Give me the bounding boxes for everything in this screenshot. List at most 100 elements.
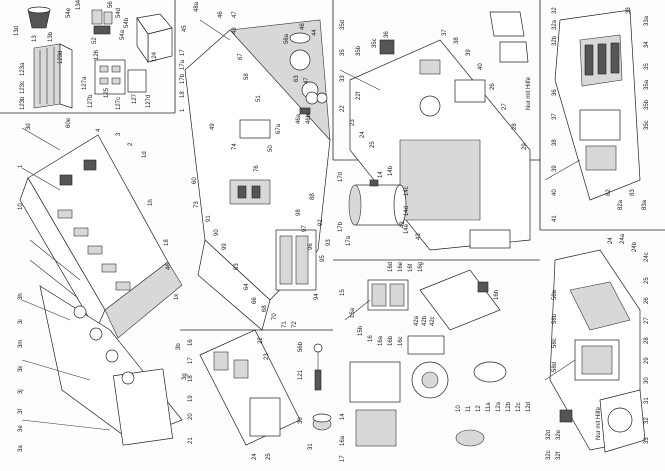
- label: 54d: [116, 8, 122, 18]
- label: 17d: [338, 172, 344, 182]
- label: 70: [272, 313, 278, 320]
- label: 60: [192, 177, 198, 184]
- label: 94: [314, 293, 320, 300]
- note-text: Nur mit Hilfe: [596, 406, 602, 440]
- labels-mid-right-small: 17d 17b 17a 14 14b 14c 14d 14e: [338, 165, 410, 246]
- label: 33: [644, 437, 650, 444]
- label: 16e: [398, 261, 404, 272]
- centre-components: [229, 49, 319, 291]
- label: 25: [370, 141, 376, 148]
- labels-right-top: 32 32a 32b 33 33a 34 35 35a 35b 35c 36 3…: [552, 7, 650, 222]
- body-details: [29, 159, 135, 385]
- label: 56: [108, 1, 114, 8]
- label: 14c: [404, 186, 410, 196]
- labels-centre-small: 56a 46 44 63 47 46a 46b 42a 42b 42c: [284, 23, 436, 326]
- label: 3m: [18, 340, 24, 348]
- label: 58: [244, 73, 250, 80]
- label: 12b: [506, 401, 512, 412]
- label: 38: [552, 139, 558, 146]
- label: 46a: [296, 113, 302, 124]
- label: 49: [210, 123, 216, 130]
- label: 35c: [644, 120, 650, 130]
- label: 63: [234, 263, 240, 270]
- label: 16c: [398, 336, 404, 346]
- label: 35b: [644, 99, 650, 110]
- label: 18: [188, 375, 194, 382]
- label: 93: [326, 239, 332, 246]
- label: 54e: [66, 7, 72, 18]
- label: 40: [552, 189, 558, 196]
- label: 33: [626, 7, 632, 14]
- label: 67: [238, 53, 244, 60]
- label: 28: [644, 337, 650, 344]
- note-text: Nur mit Hilfe: [526, 76, 532, 110]
- label: 22: [258, 337, 264, 344]
- label: 82a: [618, 199, 624, 210]
- label: 12: [476, 405, 482, 412]
- label: 3i: [18, 319, 24, 324]
- label: 39: [552, 165, 558, 172]
- label: 15b: [358, 325, 364, 336]
- label: 72: [292, 321, 298, 328]
- label: 32e: [556, 429, 562, 440]
- label: 12d: [526, 402, 532, 412]
- label: 13: [32, 35, 38, 42]
- label: 60e: [66, 117, 72, 128]
- label: 16f: [408, 263, 414, 272]
- leader-lines: [21, 19, 581, 431]
- label: 56a: [284, 33, 290, 44]
- label: 48a: [194, 1, 200, 12]
- label: 47: [304, 77, 310, 84]
- label: 76: [254, 165, 260, 172]
- label: 35b: [356, 45, 362, 56]
- label: 26: [644, 297, 650, 304]
- label: 99: [222, 243, 228, 250]
- label: 134: [76, 0, 82, 10]
- label: 15a: [350, 307, 356, 318]
- label: 45: [182, 25, 188, 32]
- label: 33a: [644, 15, 650, 26]
- label: 17b: [180, 73, 186, 84]
- label: 1: [18, 164, 24, 168]
- label: 58d: [552, 362, 558, 372]
- label: 37: [552, 113, 558, 120]
- label: 41: [552, 215, 558, 222]
- labels-top-left: 13d 13 13b 134 54e 56 54d 54b 54a 52 123…: [14, 0, 158, 110]
- label: 95: [320, 255, 326, 262]
- label: 51: [256, 95, 262, 102]
- label: 32: [644, 417, 650, 424]
- label: 24b: [632, 241, 638, 252]
- label: 29: [522, 143, 528, 150]
- label: 3k: [18, 365, 24, 372]
- label: 35: [644, 63, 650, 70]
- label: 17a: [180, 59, 186, 70]
- label: 33: [340, 75, 346, 82]
- label: 73: [194, 201, 200, 208]
- label: 32b: [552, 35, 558, 46]
- label: 32f: [556, 451, 562, 460]
- label: 48: [232, 27, 238, 34]
- label: 47: [232, 11, 238, 18]
- label: 42b: [422, 315, 428, 326]
- label: 3: [116, 132, 122, 136]
- label: 19: [188, 395, 194, 402]
- label: 24a: [620, 233, 626, 244]
- labels-lower-centre-right: 16d 16e 16f 16g 15 15a 15b 16 16a 16b 16…: [340, 261, 532, 462]
- label: 58c: [552, 338, 558, 348]
- panel-left-body: [19, 134, 183, 446]
- label: 29: [644, 357, 650, 364]
- label: 96: [308, 243, 314, 250]
- label: 30: [298, 417, 304, 424]
- label: 97: [302, 225, 308, 232]
- label: 52: [92, 37, 98, 44]
- label: 83: [630, 189, 636, 196]
- label: 16b: [388, 335, 394, 346]
- panel-lower-centre-right: [349, 269, 507, 447]
- label: 15: [340, 289, 346, 296]
- label: 31: [644, 397, 650, 404]
- label: 14: [378, 171, 384, 178]
- labels-right-bottom: 32d 32c 32e 32f 24 24a 24b 24c 25 26 27 …: [546, 233, 650, 460]
- labels-centre-lower: 63 64 66 68 70 71 72 94 95 96 97 98 99 9…: [206, 193, 332, 328]
- label: 24: [608, 237, 614, 244]
